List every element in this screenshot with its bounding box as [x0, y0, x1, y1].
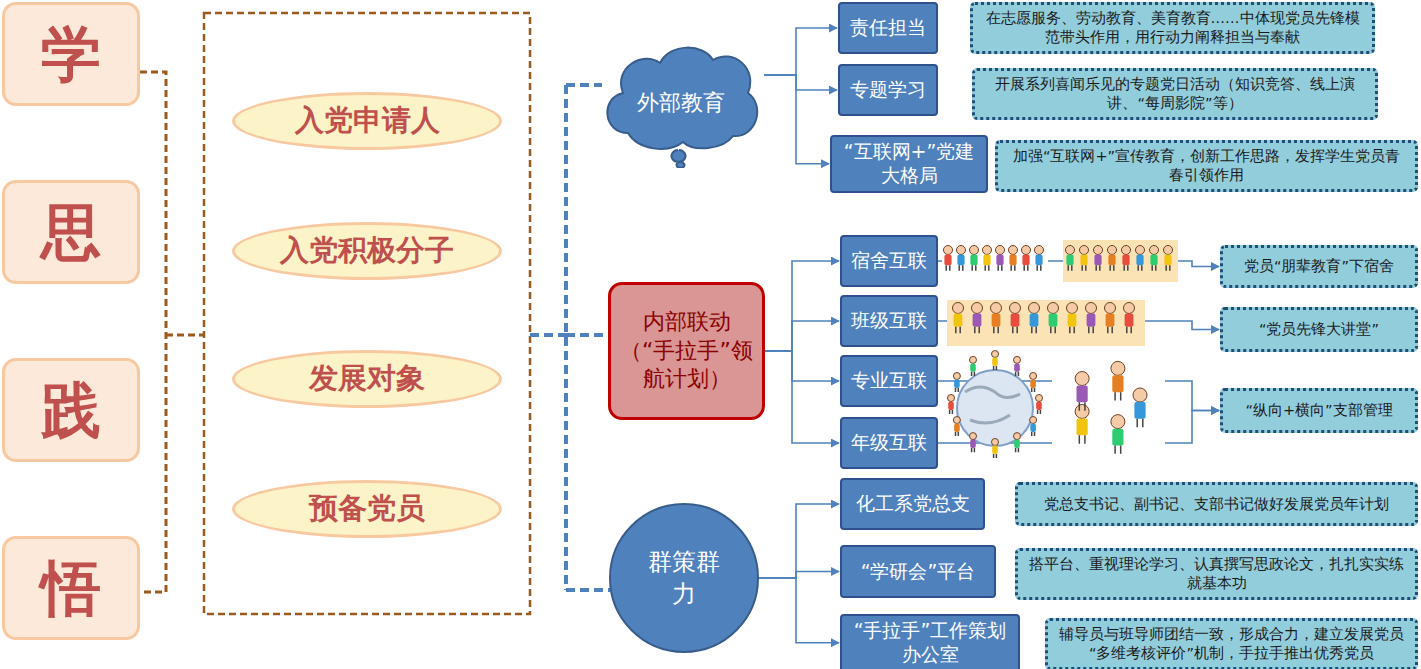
process-box: “手拉手”工作策划办公室: [840, 614, 1020, 669]
node-text: 践: [41, 377, 101, 443]
connector-arrow: [755, 504, 839, 578]
node-text: 专题学习: [850, 78, 926, 102]
connector-arrow: [765, 351, 839, 443]
connector-arrow: [764, 75, 837, 90]
node-text: 辅导员与班导师团结一致，形成合力，建立发展党员“多维考核评价”机制，手拉手推出优…: [1058, 625, 1405, 663]
process-box: 班级互联: [840, 295, 938, 347]
stage-container: [204, 13, 530, 614]
theme-char-box: 践: [2, 358, 140, 462]
connector-arrow: [765, 351, 839, 381]
node-text: 学: [41, 21, 101, 87]
connector-arrow: [755, 578, 839, 643]
node-text: 开展系列喜闻乐见的专题党日活动（知识竞答、线上演讲、“每周影院”等）: [985, 75, 1365, 113]
process-box: “学研会”平台: [840, 545, 996, 598]
connector-arrow: [765, 261, 839, 351]
circle-node: 群策群力: [609, 503, 759, 653]
node-text: “手拉手”工作策划办公室: [848, 619, 1012, 667]
kids-figures: [944, 246, 1173, 459]
node-text: “学研会”平台: [861, 560, 976, 584]
node-text: 年级互联: [851, 431, 927, 455]
node-text: 责任担当: [850, 16, 926, 40]
node-text: 悟: [41, 555, 101, 621]
node-text: 思: [41, 199, 101, 265]
stage-oval: 发展对象: [232, 350, 502, 408]
globe-picture: [965, 387, 1020, 423]
process-box: 专业互联: [840, 355, 938, 407]
note-box: 开展系列喜闻乐见的专题党日活动（知识竞答、线上演讲、“每周影院”等）: [972, 68, 1378, 120]
process-box: “互联网+”党建大格局: [830, 135, 988, 193]
node-text: “纵向+横向”支部管理: [1245, 401, 1392, 420]
node-text: 外部教育: [637, 88, 725, 118]
process-box: 年级互联: [840, 417, 938, 469]
note-box: 加强“互联网+”宣传教育，创新工作思路，发挥学生党员青春引领作用: [995, 140, 1418, 192]
theme-char-box: 思: [2, 180, 140, 284]
theme-char-box: 悟: [2, 536, 140, 640]
node-text: “党员先锋大讲堂”: [1259, 320, 1379, 339]
process-box: 责任担当: [838, 2, 938, 54]
connector-arrow: [755, 572, 839, 579]
note-box: 在志愿服务、劳动教育、美育教育……中体现党员先锋模范带头作用，用行动力阐释担当与…: [970, 2, 1375, 54]
node-text: 化工系党总支: [856, 492, 970, 516]
connector-arrow: [764, 75, 829, 164]
node-text: 搭平台、重视理论学习、认真撰写思政论文，扎扎实实练就基本功: [1028, 555, 1405, 593]
node-text: 加强“互联网+”宣传教育，创新工作思路，发挥学生党员青春引领作用: [1008, 147, 1405, 185]
connector-arrow: [765, 321, 839, 351]
connector-arrow: [764, 28, 837, 75]
stage-oval: 入党积极分子: [232, 222, 502, 280]
node-text: 入党积极分子: [280, 231, 454, 271]
node-text: 发展对象: [309, 359, 425, 399]
kids-picture: [947, 300, 1145, 346]
node-text: 在志愿服务、劳动教育、美育教育……中体现党员先锋模范带头作用，用行动力阐释担当与…: [983, 9, 1362, 47]
process-box: 专题学习: [838, 64, 938, 116]
node-text: 群策群力: [647, 546, 721, 611]
stage-oval: 预备党员: [232, 480, 502, 538]
note-box: “纵向+横向”支部管理: [1220, 388, 1418, 433]
kids-picture: [942, 240, 1048, 282]
process-box: 化工系党总支: [840, 478, 985, 530]
node-text: 党员“朋辈教育”下宿舍: [1244, 257, 1394, 276]
stage-oval: 入党申请人: [232, 92, 502, 150]
note-box: “党员先锋大讲堂”: [1220, 307, 1418, 352]
node-text: 专业互联: [851, 369, 927, 393]
bracket: [530, 85, 610, 590]
bracket: [140, 72, 203, 592]
node-text: 宿舍互联: [851, 249, 927, 273]
highlight-box: 内部联动（“手拉手”领航计划）: [608, 282, 765, 420]
node-text: 党总支书记、副书记、支部书记做好发展党员年计划: [1044, 495, 1389, 514]
theme-char-box: 学: [2, 2, 140, 106]
note-box: 党总支书记、副书记、支部书记做好发展党员年计划: [1015, 482, 1418, 526]
node-text: 班级互联: [851, 309, 927, 333]
kids-picture: [1052, 362, 1165, 455]
process-box: 宿舍互联: [840, 235, 938, 287]
cloud-node: 外部教育: [598, 38, 764, 168]
note-box: 党员“朋辈教育”下宿舍: [1220, 245, 1418, 288]
node-text: “互联网+”党建大格局: [838, 140, 980, 188]
node-text: 入党申请人: [295, 101, 440, 141]
globe-picture: [957, 370, 1033, 446]
note-box: 搭平台、重视理论学习、认真撰写思政论文，扎扎实实练就基本功: [1015, 548, 1418, 600]
node-text: 预备党员: [309, 489, 425, 529]
kids-picture: [1063, 240, 1178, 282]
node-text: 内部联动（“手拉手”领航计划）: [617, 308, 756, 394]
note-box: 辅导员与班导师团结一致，形成合力，建立发展党员“多维考核评价”机制，手拉手推出优…: [1045, 618, 1418, 669]
